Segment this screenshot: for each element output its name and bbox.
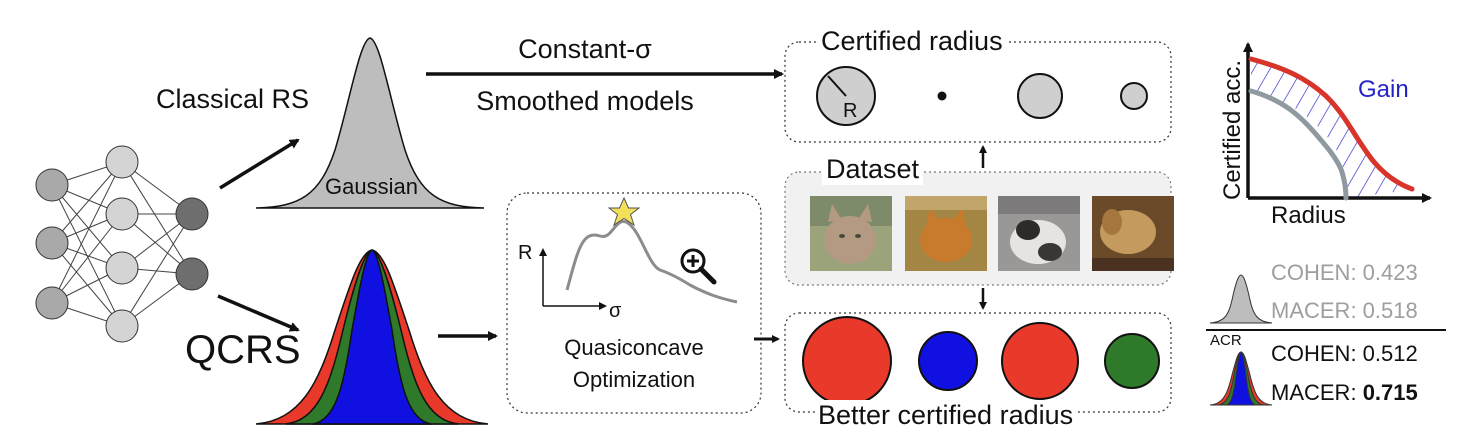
mini-plot-x-label: σ <box>609 300 622 322</box>
plot-x-label: Radius <box>1271 202 1346 229</box>
thumbnail-1 <box>810 196 892 271</box>
acr-label: ACR <box>1210 332 1242 349</box>
radius-vs-sigma-mini-plot <box>539 196 738 310</box>
classical-rs-label: Classical RS <box>156 84 310 114</box>
qcrs-mini-gaussian-icon <box>1209 351 1273 406</box>
acr-baseline-macer: MACER: 0.518 <box>1271 298 1418 323</box>
acr-baseline-cohen: COHEN: 0.423 <box>1271 260 1418 285</box>
dataset-title: Dataset <box>822 154 924 185</box>
better-radius-title: Better certified radius <box>815 400 1077 431</box>
mini-plot-y-label: R <box>518 242 533 264</box>
gain-label: Gain <box>1358 76 1409 103</box>
quasiconcave-label: Quasiconcave <box>564 335 704 360</box>
constant-sigma-label: Constant-σ <box>518 34 652 64</box>
gaussian-label: Gaussian <box>325 174 418 199</box>
gaussian-curve-icon <box>255 37 485 209</box>
thumbnail-4 <box>1092 196 1174 271</box>
certified-accuracy-plot <box>1243 42 1432 203</box>
thumbnail-3 <box>998 196 1080 271</box>
qcrs-gaussian-mixture-icon <box>255 249 489 425</box>
optimization-box <box>506 192 762 414</box>
smoothed-models-label: Smoothed models <box>476 86 694 116</box>
certified-radius-box <box>784 41 1172 143</box>
arrow-to-qcrs <box>217 294 300 332</box>
qcrs-label: QCRS <box>185 328 301 372</box>
star-icon <box>607 196 641 227</box>
zoom-in-icon <box>680 248 717 285</box>
acr-qcrs-macer: MACER: 0.715 <box>1271 380 1418 406</box>
optimization-label: Optimization <box>572 367 696 392</box>
plot-y-label: Certified acc. <box>1219 59 1246 200</box>
thumbnail-2 <box>905 196 987 271</box>
neural-network-icon <box>35 145 209 343</box>
acr-qcrs-macer-prefix: MACER: <box>1271 380 1363 405</box>
acr-qcrs-cohen: COHEN: 0.512 <box>1271 341 1418 366</box>
baseline-gaussian-icon <box>1209 274 1273 324</box>
certified-radius-title: Certified radius <box>818 26 1006 57</box>
arrow-to-gaussian <box>219 138 300 190</box>
radius-symbol: R <box>843 100 858 122</box>
acr-qcrs-macer-value: 0.715 <box>1362 380 1418 405</box>
